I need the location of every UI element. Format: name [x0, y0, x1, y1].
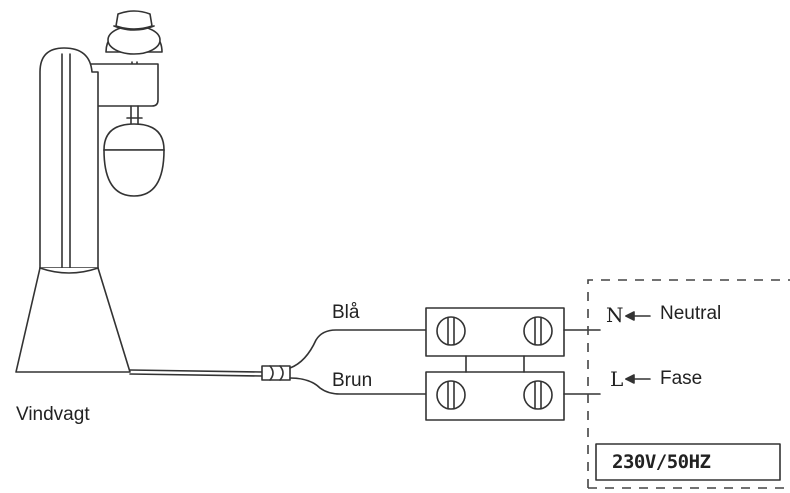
wind-sensor-icon [15, 10, 165, 373]
terminal-screw [523, 380, 553, 410]
terminal-screw [523, 316, 553, 346]
neutral-terminal-mark: N [606, 303, 624, 327]
terminal-screw [436, 316, 466, 346]
supply-voltage-label: 230V/50HZ [612, 451, 711, 473]
terminal-screw [436, 380, 466, 410]
brown-wire-label: Brun [332, 370, 373, 391]
neutral-label: Neutral [660, 303, 722, 324]
phase-terminal-mark: L [610, 367, 624, 391]
phase-label: Fase [660, 368, 703, 389]
sensor-label: Vindvagt [16, 404, 90, 425]
blue-wire-label: Blå [332, 302, 360, 323]
